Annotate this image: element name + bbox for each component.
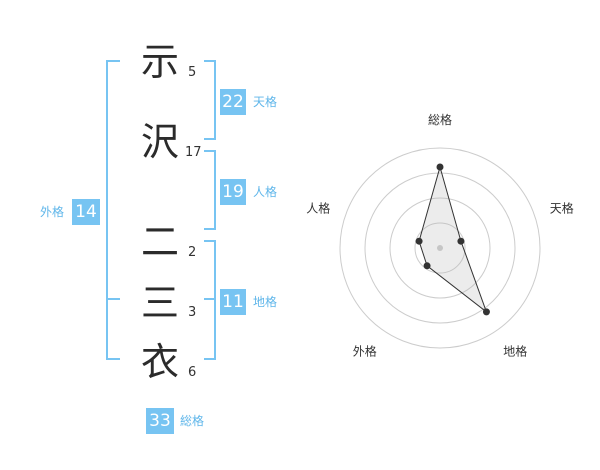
radar-series-polygon xyxy=(418,165,488,314)
stroke-count-4: 3 xyxy=(188,305,197,320)
gaikaku-label: 外格 xyxy=(40,205,65,219)
radar-grid-ring xyxy=(339,147,541,349)
name-char-1: 示 xyxy=(140,40,179,84)
stroke-count-3: 2 xyxy=(188,245,197,260)
name-char-5: 衣 xyxy=(140,340,179,384)
chikaku-value-badge: 11 xyxy=(220,289,246,315)
chikaku-label: 地格 xyxy=(253,295,278,309)
radar-point-4 xyxy=(423,262,431,270)
radar-axis-label-1: 総格 xyxy=(428,112,452,127)
radar-axis-label-4: 外格 xyxy=(353,344,377,359)
radar-point-1 xyxy=(436,163,444,171)
stroke-count-5: 6 xyxy=(188,365,197,380)
name-char-2: 沢 xyxy=(140,120,179,164)
stroke-count-2: 17 xyxy=(185,145,202,160)
name-char-4: 三 xyxy=(140,281,179,325)
tenkaku-value-badge: 22 xyxy=(220,89,246,115)
radar-grid-ring xyxy=(389,197,491,299)
radar-point-3 xyxy=(482,308,490,316)
soukaku-label: 総格 xyxy=(180,414,205,428)
radar-axis-label-3: 地格 xyxy=(503,344,527,359)
radar-center-dot xyxy=(437,245,443,251)
name-char-3: 二 xyxy=(140,220,179,264)
radar-axis-label-5: 人格 xyxy=(306,200,330,215)
gaikaku-value-badge: 14 xyxy=(72,199,100,225)
radar-point-5 xyxy=(415,237,423,245)
jinkaku-label: 人格 xyxy=(253,185,278,199)
radar-axis-label-2: 天格 xyxy=(550,200,574,215)
radar-point-2 xyxy=(457,237,465,245)
radar-grid-ring xyxy=(414,222,466,274)
stroke-count-1: 5 xyxy=(188,65,197,80)
jinkaku-value-badge: 19 xyxy=(220,179,246,205)
radar-grid-ring xyxy=(364,172,516,324)
soukaku-value-badge: 33 xyxy=(146,408,174,434)
tenkaku-label: 天格 xyxy=(253,95,278,109)
